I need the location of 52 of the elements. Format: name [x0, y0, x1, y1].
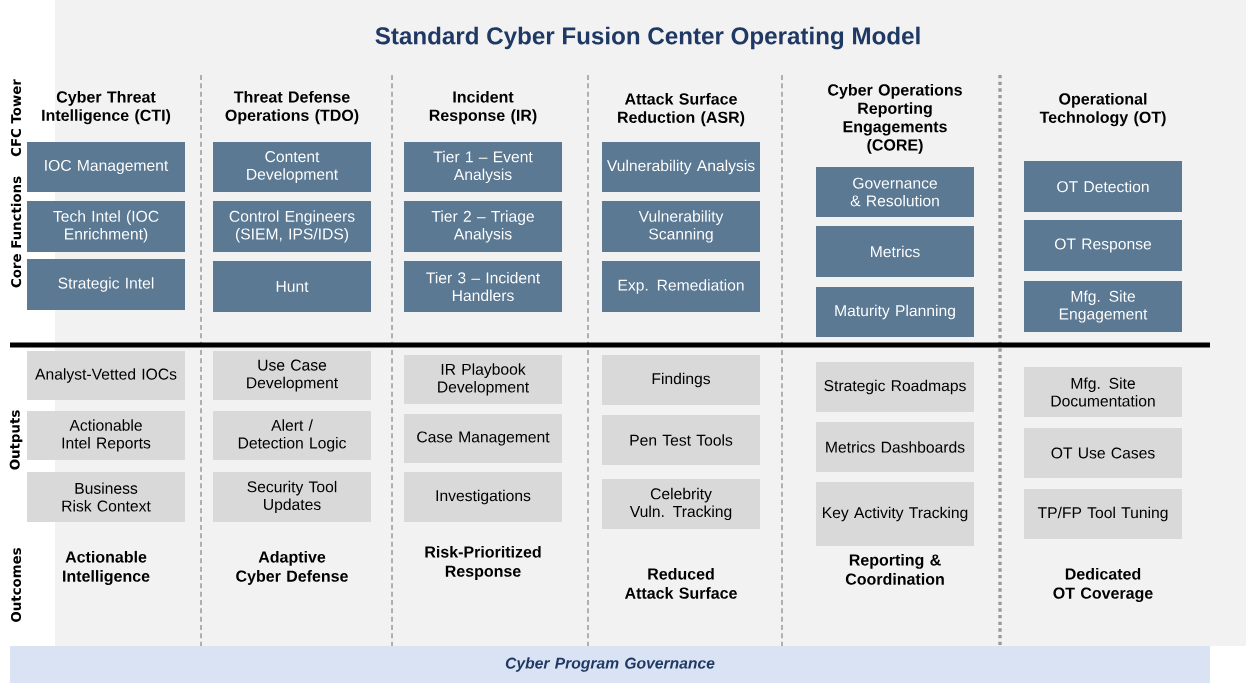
outcome-label: Reduced Attack Surface: [624, 567, 737, 599]
column-heading: Operational Technology (OT): [1039, 92, 1166, 127]
row-label: Outputs: [9, 410, 23, 470]
output-box: Investigations: [404, 472, 562, 522]
function-box: OT Response: [1024, 220, 1182, 271]
outcome-label: Dedicated OT Coverage: [1053, 567, 1153, 603]
row-label: Core Functions: [10, 176, 22, 288]
function-box: Vulnerability Analysis: [602, 142, 760, 192]
function-box: Vulnerability Scanning: [602, 201, 760, 252]
function-box: Hunt: [213, 261, 371, 312]
function-box: Control Engineers (SIEM, IPS/IDS): [213, 201, 371, 252]
row-label: Outcomes: [10, 548, 22, 622]
function-box: Governance & Resolution: [816, 167, 974, 217]
function-box: Metrics: [816, 226, 974, 277]
output-box: Case Management: [404, 414, 562, 463]
output-box: OT Use Cases: [1024, 428, 1182, 478]
output-box: Celebrity Vuln. Tracking: [602, 479, 760, 529]
outcome-label: Risk-Prioritized Response: [425, 545, 541, 580]
column-heading: Attack Surface Reduction (ASR): [618, 92, 745, 127]
column-heading: Threat Defense Operations (TDO): [225, 90, 359, 125]
output-box: Findings: [602, 355, 760, 405]
column-heading: Incident Response (IR): [429, 90, 537, 125]
output-box: Key Activity Tracking: [816, 482, 974, 546]
output-box: Analyst-Vetted IOCs: [27, 351, 185, 400]
function-box: Tier 2 – Triage Analysis: [404, 201, 562, 252]
function-box: Maturity Planning: [816, 287, 974, 337]
function-box: Tier 3 – Incident Handlers: [404, 261, 562, 312]
output-box: Use Case Development: [213, 351, 371, 400]
column-heading: Cyber Threat Intelligence (CTI): [42, 90, 171, 125]
output-box: Business Risk Context: [27, 472, 185, 522]
output-box: IR Playbook Development: [404, 355, 562, 404]
row-label: CFC Tower: [10, 79, 22, 157]
function-box: OT Detection: [1024, 161, 1182, 212]
function-box: Strategic Intel: [27, 259, 185, 310]
function-box: Exp. Remediation: [602, 261, 760, 312]
output-box: Security Tool Updates: [213, 472, 371, 522]
output-box: Pen Test Tools: [602, 415, 760, 465]
function-box: Tier 1 – Event Analysis: [404, 142, 562, 192]
function-box: Mfg. Site Engagement: [1024, 281, 1182, 332]
output-box: Mfg. Site Documentation: [1024, 367, 1182, 417]
outcome-label: Actionable Intelligence: [63, 550, 150, 586]
function-box: Content Development: [213, 142, 371, 192]
output-box: TP/FP Tool Tuning: [1024, 489, 1182, 539]
output-box: Strategic Roadmaps: [816, 362, 974, 412]
function-box: IOC Management: [27, 142, 185, 192]
output-box: Metrics Dashboards: [816, 422, 974, 472]
title: Standard Cyber Fusion Center Operating Model: [375, 26, 920, 50]
output-box: Alert / Detection Logic: [213, 411, 371, 460]
outcome-label: Adaptive Cyber Defense: [236, 550, 348, 585]
governance-band: Cyber Program Governance: [10, 646, 1210, 683]
function-box: Tech Intel (IOC Enrichment): [27, 201, 185, 252]
output-box: Actionable Intel Reports: [27, 411, 185, 460]
